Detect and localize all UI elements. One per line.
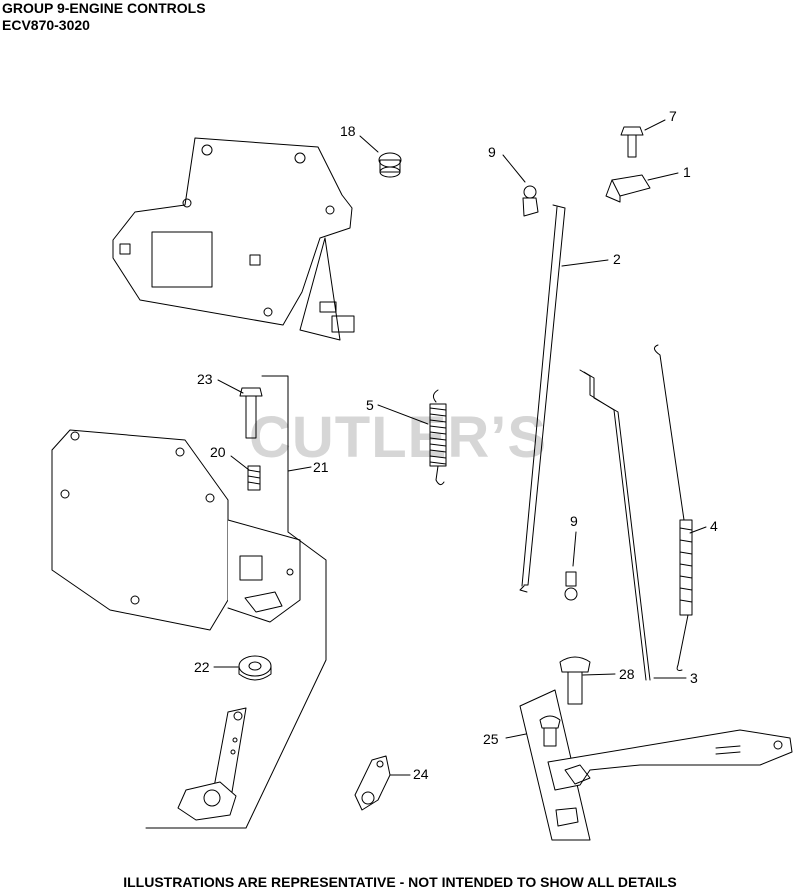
part-22-washer — [238, 655, 272, 681]
lever-arm — [177, 707, 247, 821]
part-20-spring — [247, 465, 261, 491]
part-1-clip — [605, 174, 651, 203]
part-3-rod — [579, 369, 651, 681]
part-5-spring — [429, 389, 447, 486]
part-28-bolt — [559, 656, 591, 705]
part-21-outline — [145, 375, 327, 829]
callout-2: 2 — [613, 251, 621, 267]
callout-4: 4 — [710, 518, 718, 534]
disclaimer-footer: ILLUSTRATIONS ARE REPRESENTATIVE - NOT I… — [123, 874, 677, 890]
part-2-rod — [519, 204, 566, 593]
part-9-clip-top — [522, 185, 539, 217]
callout-20: 20 — [210, 444, 226, 460]
callout-23: 23 — [197, 371, 213, 387]
callout-1: 1 — [683, 164, 691, 180]
callout-22: 22 — [194, 659, 210, 675]
part-23-screw — [239, 387, 263, 439]
callout-labels: 18 7 9 1 2 5 23 20 21 4 9 28 3 22 25 24 — [194, 108, 718, 782]
part-25-assembly — [519, 689, 793, 841]
model-number: ECV870-3020 — [2, 17, 90, 33]
part-7-screw — [620, 126, 644, 158]
part-9-clip-lower — [564, 571, 578, 601]
callout-3: 3 — [690, 670, 698, 686]
callout-24: 24 — [413, 766, 429, 782]
callout-9-lower: 9 — [570, 513, 578, 529]
callout-25: 25 — [483, 731, 499, 747]
watermark: CUTLER’S — [249, 405, 547, 470]
part-24-arm — [354, 755, 391, 811]
callout-18: 18 — [340, 123, 356, 139]
callout-21: 21 — [313, 459, 329, 475]
callout-5: 5 — [366, 397, 374, 413]
group-title: GROUP 9-ENGINE CONTROLS — [2, 0, 206, 16]
part-4-cable — [654, 344, 693, 671]
part-18-bushing — [378, 152, 402, 178]
callout-9-top: 9 — [488, 144, 496, 160]
leader-lines — [213, 119, 707, 776]
callout-28: 28 — [619, 666, 635, 682]
callout-7: 7 — [669, 108, 677, 124]
lower-plate — [51, 429, 301, 631]
upper-bracket — [112, 137, 355, 341]
